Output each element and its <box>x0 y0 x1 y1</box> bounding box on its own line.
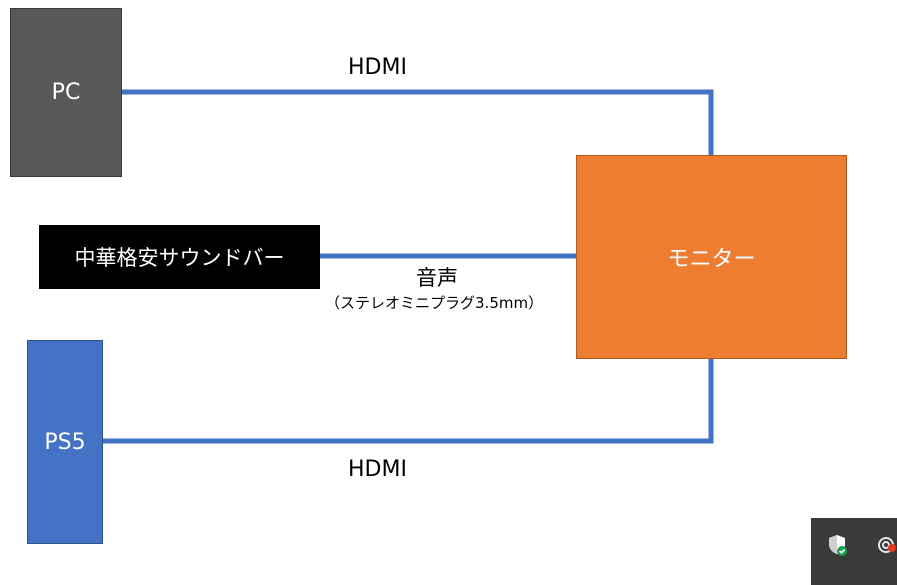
ps5-monitor-connection-label: HDMI <box>348 457 407 482</box>
wire-pc-monitor <box>122 89 714 155</box>
pc-monitor-connection-label: HDMI <box>348 55 407 80</box>
pc-node-label: PC <box>51 80 81 105</box>
security-shield-icon[interactable] <box>825 533 849 557</box>
wire-ps5-monitor <box>103 359 714 444</box>
soundbar-connection-detail: （ステレオミニプラグ3.5mm） <box>325 294 544 312</box>
monitor-node-label: モニター <box>667 247 756 272</box>
pc-node: PC <box>10 8 122 177</box>
app-tray-icon[interactable] <box>875 533 897 557</box>
soundbar-node: 中華格安サウンドバー <box>39 225 320 289</box>
soundbar-connection-label: 音声 <box>416 266 458 290</box>
ps5-node: PS5 <box>27 340 103 544</box>
ps5-node-label: PS5 <box>44 429 86 455</box>
monitor-node: モニター <box>576 155 847 359</box>
taskbar-tray <box>811 518 897 585</box>
soundbar-node-label: 中華格安サウンドバー <box>74 246 285 270</box>
